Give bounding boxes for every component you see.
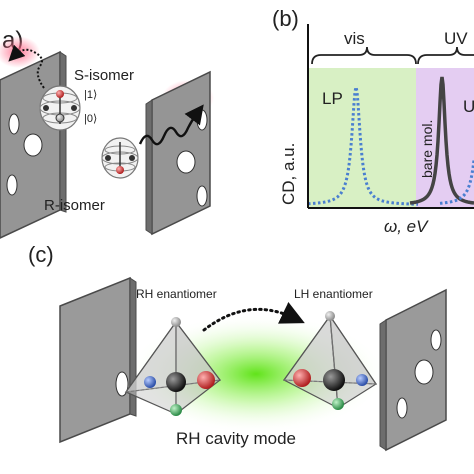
up-peak-curve — [439, 159, 474, 205]
panel-a: a) — [0, 27, 214, 239]
y-axis-label: CD, a.u. — [279, 143, 298, 205]
lh-top-atom — [325, 311, 335, 321]
mirror-right — [145, 70, 211, 236]
rh-center-atom — [166, 372, 186, 392]
panel-b-label: (b) — [272, 6, 299, 31]
rh-blue-atom — [144, 376, 156, 388]
dotted-curved-arrow — [202, 301, 305, 332]
r-isomer-label: R-isomer — [44, 197, 105, 214]
wavy-photon-arrow — [138, 104, 204, 146]
lh-red-atom — [293, 369, 311, 387]
lp-peak-curve — [308, 86, 419, 206]
cavity-mode-label: RH cavity mode — [176, 429, 296, 448]
bare-molecule-peak-curve — [409, 76, 474, 205]
rh-enantiomer-label: RH enantiomer — [136, 287, 217, 301]
vis-region-label: vis — [344, 29, 365, 48]
lh-enantiomer-tetrahedron — [282, 311, 378, 410]
ket-1-label: |1⟩ — [84, 89, 97, 101]
cavity-mirror-right — [379, 288, 447, 452]
rh-top-atom — [171, 317, 181, 327]
bare-mol-label: bare mol. — [419, 120, 435, 178]
panel-b: (b) vis UV CD, a.u. ω, eV LP bare mol. U — [272, 6, 474, 236]
s-isomer-label: S-isomer — [74, 67, 134, 84]
s-isomer-molecule — [39, 85, 81, 131]
rh-enantiomer-tetrahedron — [124, 317, 222, 416]
emission-arrow-left — [8, 44, 45, 89]
lh-green-atom — [332, 398, 344, 410]
panel-c: (c) RH enantiomer LH enantiomer — [28, 242, 447, 452]
r-isomer-molecule — [101, 137, 139, 179]
vis-brace — [311, 46, 417, 65]
lh-blue-atom — [356, 374, 368, 386]
vis-region — [308, 68, 416, 208]
rh-green-atom — [170, 404, 182, 416]
cavity-mirror-left — [59, 276, 137, 444]
lp-label: LP — [322, 89, 343, 108]
rh-red-atom — [197, 371, 215, 389]
uv-brace — [417, 46, 474, 65]
x-axis-label: ω, eV — [384, 217, 429, 236]
lh-center-atom — [323, 369, 345, 391]
up-label: U — [463, 97, 474, 116]
panel-c-label: (c) — [28, 242, 54, 267]
ket-0-label: |0⟩ — [84, 113, 97, 125]
lh-enantiomer-label: LH enantiomer — [294, 287, 373, 301]
uv-region-label: UV — [444, 29, 468, 48]
